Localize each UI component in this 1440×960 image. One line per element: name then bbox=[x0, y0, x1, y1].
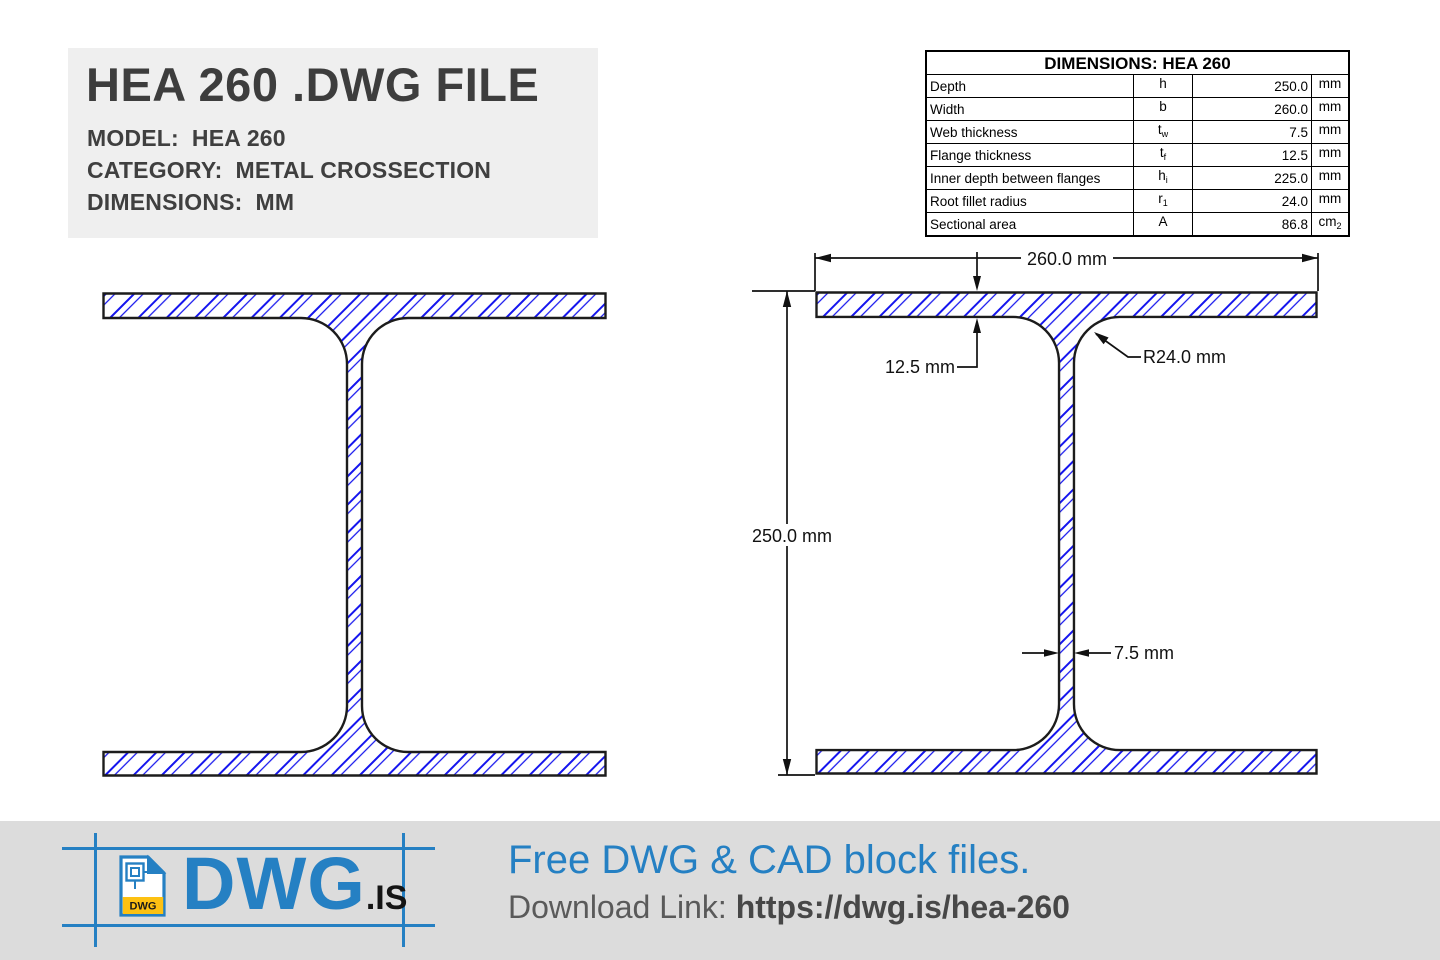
table-row: Width b 260.0 mm bbox=[925, 97, 1350, 121]
table-header-row: DIMENSIONS: HEA 260 bbox=[925, 50, 1350, 75]
row-label: Depth bbox=[925, 74, 1134, 98]
footer-tagline: Free DWG & CAD block files. bbox=[508, 838, 1031, 882]
beam-drawing-left bbox=[102, 292, 607, 777]
footer-banner: DWG DWG.IS Free DWG & CAD block files. D… bbox=[0, 821, 1440, 960]
dwg-badge-label: DWG bbox=[130, 901, 157, 913]
page-title: HEA 260 .DWG FILE bbox=[86, 58, 540, 111]
dim-width-label-bg bbox=[1021, 247, 1113, 268]
download-url-link[interactable]: https://dwg.is/hea-260 bbox=[735, 889, 1070, 925]
row-symbol: r1 bbox=[1133, 189, 1193, 213]
row-label: Inner depth between flanges bbox=[925, 166, 1134, 190]
logo-frame-line bbox=[62, 847, 435, 850]
dwg-badge bbox=[122, 897, 164, 914]
row-unit: mm bbox=[1311, 120, 1350, 144]
row-label: Web thickness bbox=[925, 120, 1134, 144]
row-unit: mm bbox=[1311, 143, 1350, 167]
meta-model-label: MODEL: bbox=[87, 125, 179, 152]
ibeam-section bbox=[815, 291, 1318, 775]
row-symbol: tf bbox=[1133, 143, 1193, 167]
row-value: 250.0 bbox=[1192, 74, 1312, 98]
row-value: 12.5 bbox=[1192, 143, 1312, 167]
row-unit: mm bbox=[1311, 74, 1350, 98]
beam-drawing-right bbox=[815, 291, 1318, 775]
dim-depth-label: 250.0 mm bbox=[752, 526, 832, 546]
row-value: 7.5 bbox=[1192, 120, 1312, 144]
row-label: Width bbox=[925, 97, 1134, 121]
meta-dimensions-value: MM bbox=[255, 189, 295, 216]
meta-model: MODEL: HEA 260 bbox=[87, 122, 598, 154]
dim-fillet-radius-label: R24.0 mm bbox=[1143, 347, 1226, 367]
folded-corner bbox=[147, 854, 167, 874]
dimension-lines bbox=[752, 252, 1319, 776]
logo-text: DWG.IS bbox=[182, 847, 407, 942]
table-row: Web thickness tw 7.5 mm bbox=[925, 120, 1350, 144]
table-row: Root fillet radius r1 24.0 mm bbox=[925, 189, 1350, 213]
meta-category-label: CATEGORY: bbox=[87, 157, 223, 184]
row-value: 260.0 bbox=[1192, 97, 1312, 121]
logo-frame-line bbox=[94, 833, 97, 947]
table-row: Sectional area A 86.8 cm2 bbox=[925, 212, 1350, 237]
table-row: Depth h 250.0 mm bbox=[925, 74, 1350, 98]
row-unit: mm bbox=[1311, 189, 1350, 213]
dim-flange-thickness-label: 12.5 mm bbox=[885, 357, 955, 377]
row-unit: mm bbox=[1311, 97, 1350, 121]
logo-main: DWG bbox=[182, 842, 366, 925]
dimension-annotations: 260.0 mm 12.5 mm R24.0 mm 250.0 mm 7.5 m… bbox=[748, 247, 1319, 776]
logo-suffix: .IS bbox=[365, 879, 408, 917]
dim-depth-label-bg bbox=[748, 524, 836, 546]
meta-category-value: METAL CROSSECTION bbox=[235, 157, 492, 184]
row-symbol: tw bbox=[1133, 120, 1193, 144]
row-symbol: A bbox=[1133, 212, 1193, 237]
row-label: Flange thickness bbox=[925, 143, 1134, 167]
row-unit: mm bbox=[1311, 166, 1350, 190]
row-symbol: hi bbox=[1133, 166, 1193, 190]
header-box: HEA 260 .DWG FILE MODEL: HEA 260 CATEGOR… bbox=[68, 48, 598, 238]
dimensions-table: DIMENSIONS: HEA 260 Depth h 250.0 mm Wid… bbox=[925, 50, 1350, 237]
meta-category: CATEGORY: METAL CROSSECTION bbox=[87, 154, 598, 186]
row-unit: cm2 bbox=[1311, 212, 1350, 237]
logo-frame-line bbox=[62, 924, 435, 927]
row-value: 225.0 bbox=[1192, 166, 1312, 190]
dimension-arrowheads bbox=[782, 253, 1318, 775]
row-value: 24.0 bbox=[1192, 189, 1312, 213]
row-symbol: b bbox=[1133, 97, 1193, 121]
meta-model-value: HEA 260 bbox=[191, 125, 286, 152]
table-row: Flange thickness tf 12.5 mm bbox=[925, 143, 1350, 167]
logo-frame-line bbox=[402, 833, 405, 947]
cad-block-glyph bbox=[125, 862, 145, 882]
download-label: Download Link: bbox=[508, 889, 727, 925]
file-meta: MODEL: HEA 260 CATEGORY: METAL CROSSECTI… bbox=[87, 122, 598, 218]
table-row: Inner depth between flanges hi 225.0 mm bbox=[925, 166, 1350, 190]
dim-width-label: 260.0 mm bbox=[1027, 249, 1107, 269]
meta-dimensions-label: DIMENSIONS: bbox=[87, 189, 243, 216]
dim-web-thickness-label: 7.5 mm bbox=[1114, 643, 1174, 663]
footer-copy: Free DWG & CAD block files. Download Lin… bbox=[508, 836, 1070, 930]
meta-dimensions: DIMENSIONS: MM bbox=[87, 186, 598, 218]
table-title: DIMENSIONS: HEA 260 bbox=[925, 50, 1350, 75]
download-line: Download Link: https://dwg.is/hea-260 bbox=[508, 884, 1070, 930]
row-value: 86.8 bbox=[1192, 212, 1312, 237]
row-symbol: h bbox=[1133, 74, 1193, 98]
dwg-file-icon: DWG bbox=[119, 854, 167, 917]
ibeam-section bbox=[102, 292, 607, 777]
row-label: Sectional area bbox=[925, 212, 1134, 237]
row-label: Root fillet radius bbox=[925, 189, 1134, 213]
